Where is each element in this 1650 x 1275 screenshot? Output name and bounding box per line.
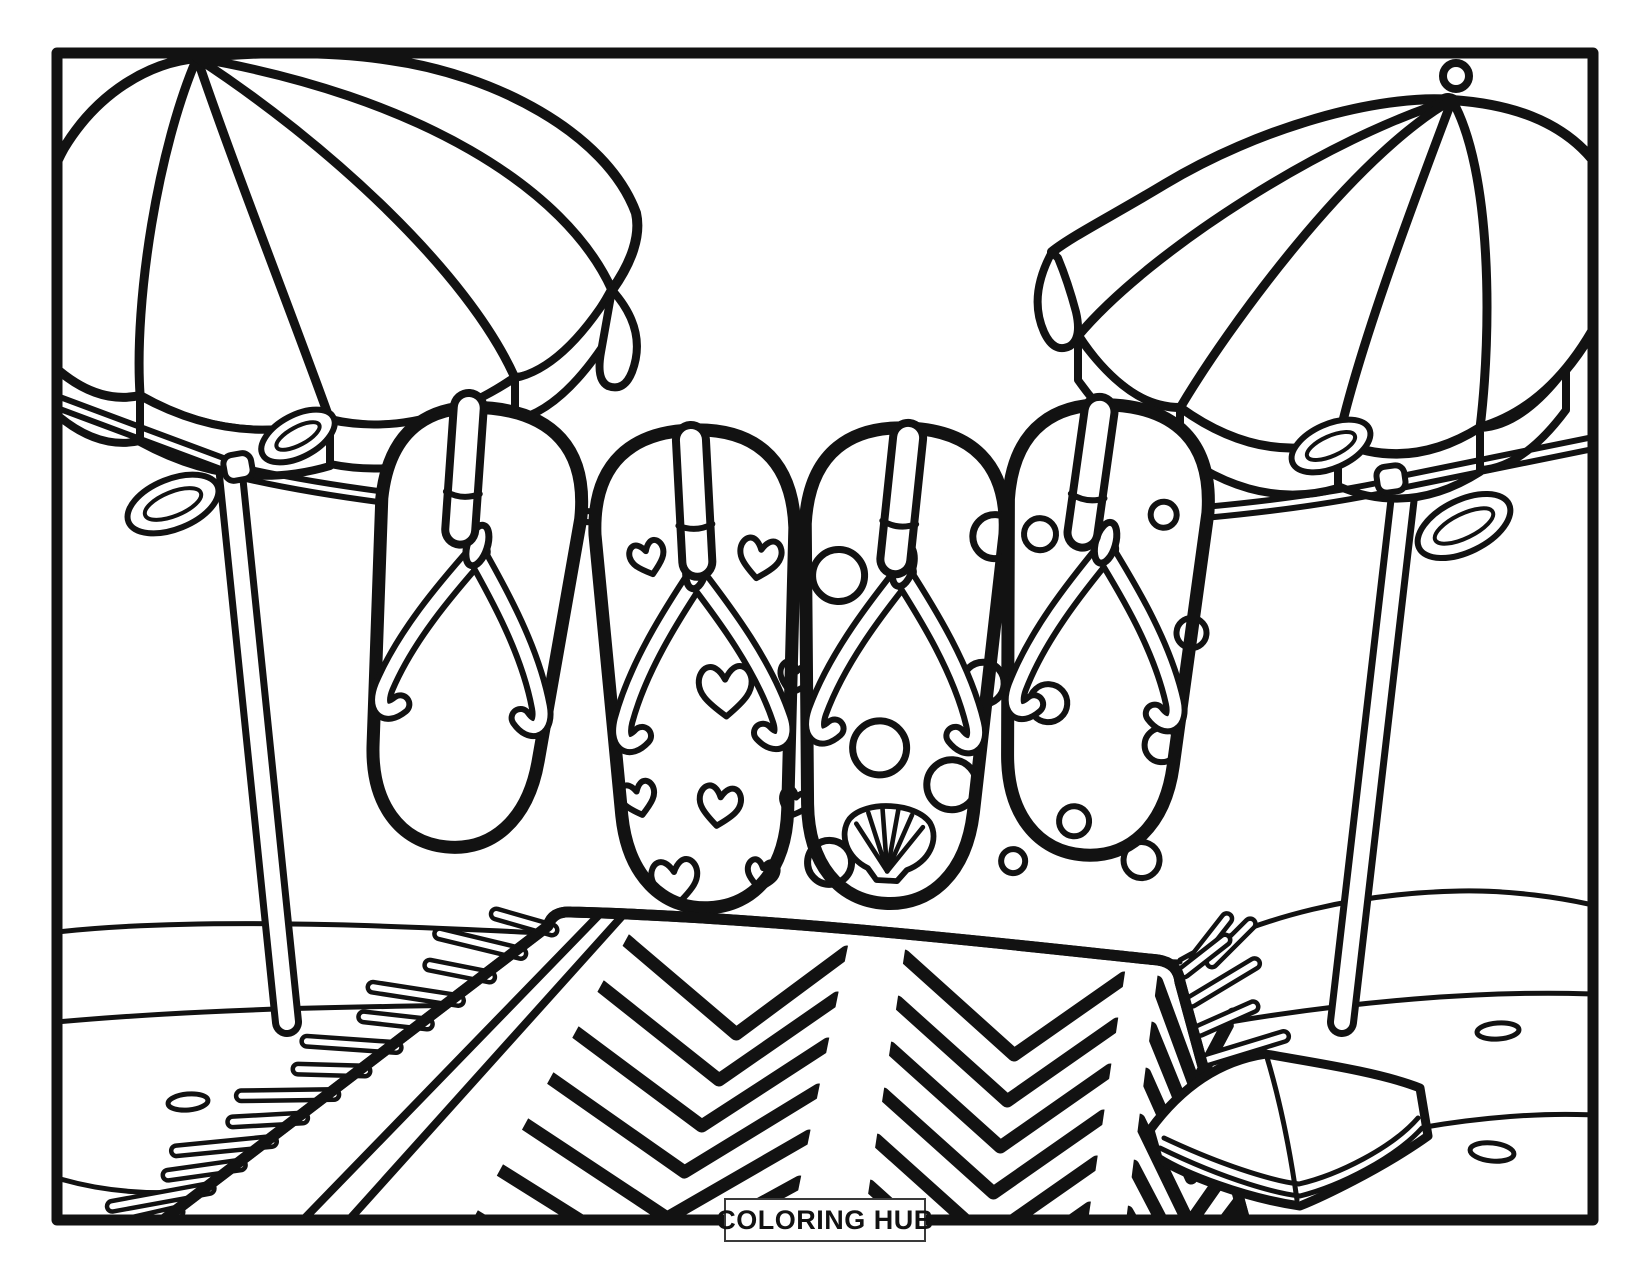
dune-line <box>1227 990 1588 1025</box>
umbrella-rib <box>134 58 202 399</box>
fringe-tassel-inner <box>1189 960 1258 1005</box>
umbrella-rib <box>1333 95 1457 447</box>
book-page-edge <box>1157 1125 1425 1199</box>
chevron-stripe <box>890 995 1124 1108</box>
towel-chevron-panel-1 <box>450 933 852 1275</box>
heart-motif <box>744 856 781 892</box>
open-book <box>1145 1049 1433 1211</box>
clothespin-spring-line <box>879 517 920 530</box>
heart-motif <box>695 663 755 720</box>
heart-motif <box>648 856 701 907</box>
fringe-tassel-inner <box>1205 1033 1287 1063</box>
book-pages <box>1145 1049 1433 1211</box>
chevron-stripe <box>876 1087 1111 1200</box>
beach-towel-chevron <box>104 906 1317 1275</box>
sole <box>1001 398 1215 862</box>
umbrella-rib <box>1447 95 1492 433</box>
polka-dot-motif <box>1056 803 1093 840</box>
beach-umbrella-left <box>62 58 643 480</box>
chevron-stripe <box>568 1025 835 1133</box>
pebble <box>1474 1020 1522 1042</box>
rope-bow-left <box>124 406 338 537</box>
polka-dot-motif <box>1021 515 1060 554</box>
umbrella-rib <box>1073 95 1457 341</box>
fringe-tassel-inner <box>303 1038 400 1051</box>
towel-stripe <box>348 910 628 1215</box>
polka-dot-motif <box>1147 498 1180 531</box>
polka-dot-motif <box>1120 839 1163 882</box>
clothespin-2 <box>671 420 717 581</box>
clothespin-spring-line <box>1067 490 1108 504</box>
chevron-stripe <box>619 933 852 1041</box>
chevron-stripe <box>1126 1159 1243 1215</box>
book-cover-edge <box>1147 1127 1161 1161</box>
clothespin-3 <box>876 418 928 579</box>
towel-outline <box>160 906 1250 1215</box>
umbrella-rib <box>1175 95 1457 413</box>
umbrella-rib <box>192 58 335 425</box>
clothespin-spring-line <box>442 488 483 500</box>
heart-motif <box>737 534 785 582</box>
flip-flop-hearts <box>588 423 816 915</box>
umbrella-edge-flap <box>595 286 641 392</box>
rope-bow-right <box>1288 416 1514 562</box>
beach-umbrella-right <box>1033 59 1588 503</box>
chevron-stripe <box>869 1133 1104 1215</box>
fringe-tassel-inner <box>370 984 462 1004</box>
chevron-stripe <box>897 949 1128 1062</box>
bow-knot <box>220 450 256 484</box>
flip-flop-polka-dots <box>998 398 1215 882</box>
towel-chevron-panel-2 <box>864 949 1128 1215</box>
flip-flop-plain <box>366 400 589 854</box>
fringe-tassel-inner <box>1181 936 1228 975</box>
polka-dot-motif <box>998 846 1029 877</box>
umbrella-finial-loop <box>1439 59 1473 93</box>
circle-motif <box>849 717 911 779</box>
chevron-stripe <box>1121 1258 1246 1275</box>
book-page-edge <box>1161 1115 1421 1187</box>
chevron-stripe <box>883 1041 1117 1154</box>
polka-dot-motif <box>1173 614 1210 651</box>
seashell-icon <box>841 803 937 884</box>
fringe-tassel-inner <box>1197 1003 1256 1034</box>
clothespin-spring-line <box>675 520 716 532</box>
brand-badge: COLORING HUB <box>716 1198 933 1242</box>
umbrella-edge-flap <box>1033 248 1082 353</box>
clothespin-1 <box>441 388 488 549</box>
circle-motif <box>804 836 856 888</box>
chevron-stripe <box>543 1071 826 1179</box>
heart-motif <box>616 777 658 818</box>
chevron-stripe <box>594 979 844 1087</box>
pebble <box>165 1091 211 1113</box>
chevron-stripe <box>518 1117 816 1215</box>
pebble <box>1467 1140 1517 1164</box>
clothespin-4 <box>1063 392 1119 552</box>
circle-motif <box>809 546 869 606</box>
umbrella-rib <box>192 58 520 383</box>
heart-motif <box>696 782 744 829</box>
towel-stripe <box>302 912 602 1215</box>
umbrella-rib <box>192 58 617 295</box>
bow-knot <box>1373 462 1409 496</box>
brand-label: COLORING HUB <box>716 1204 934 1235</box>
heart-motif <box>626 537 667 578</box>
chevron-stripe <box>450 1262 782 1275</box>
circle-motif <box>923 756 981 814</box>
